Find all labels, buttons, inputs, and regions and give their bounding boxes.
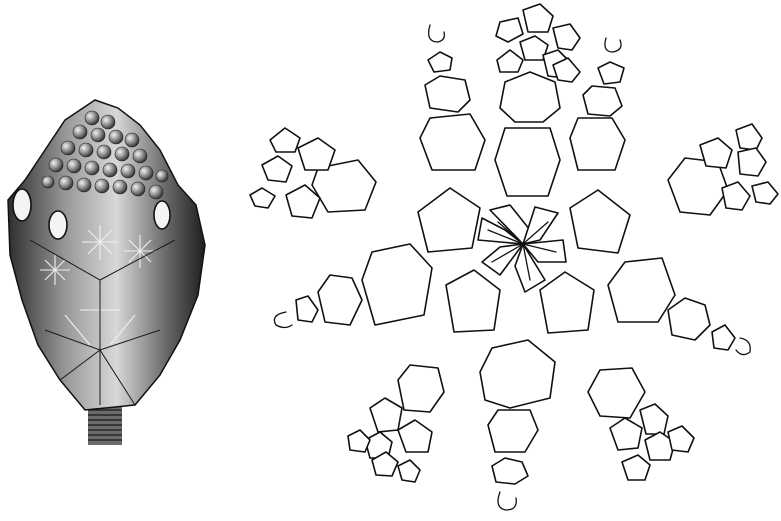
arm-left bbox=[274, 244, 432, 328]
fossil-stalk bbox=[88, 405, 122, 445]
cluster-upper-left bbox=[250, 128, 376, 218]
central-rosette bbox=[478, 205, 566, 292]
arm-top bbox=[495, 4, 580, 196]
cluster-lower-right bbox=[588, 368, 694, 480]
arm-right bbox=[608, 258, 750, 355]
cluster-upper-right bbox=[668, 124, 778, 215]
arm-upper-right bbox=[570, 38, 625, 170]
fossil-specimen bbox=[8, 100, 205, 445]
arm-upper-left bbox=[420, 25, 485, 170]
cluster-lower-left bbox=[348, 365, 444, 482]
plate-diagram bbox=[250, 4, 778, 510]
arm-bottom bbox=[480, 340, 555, 510]
